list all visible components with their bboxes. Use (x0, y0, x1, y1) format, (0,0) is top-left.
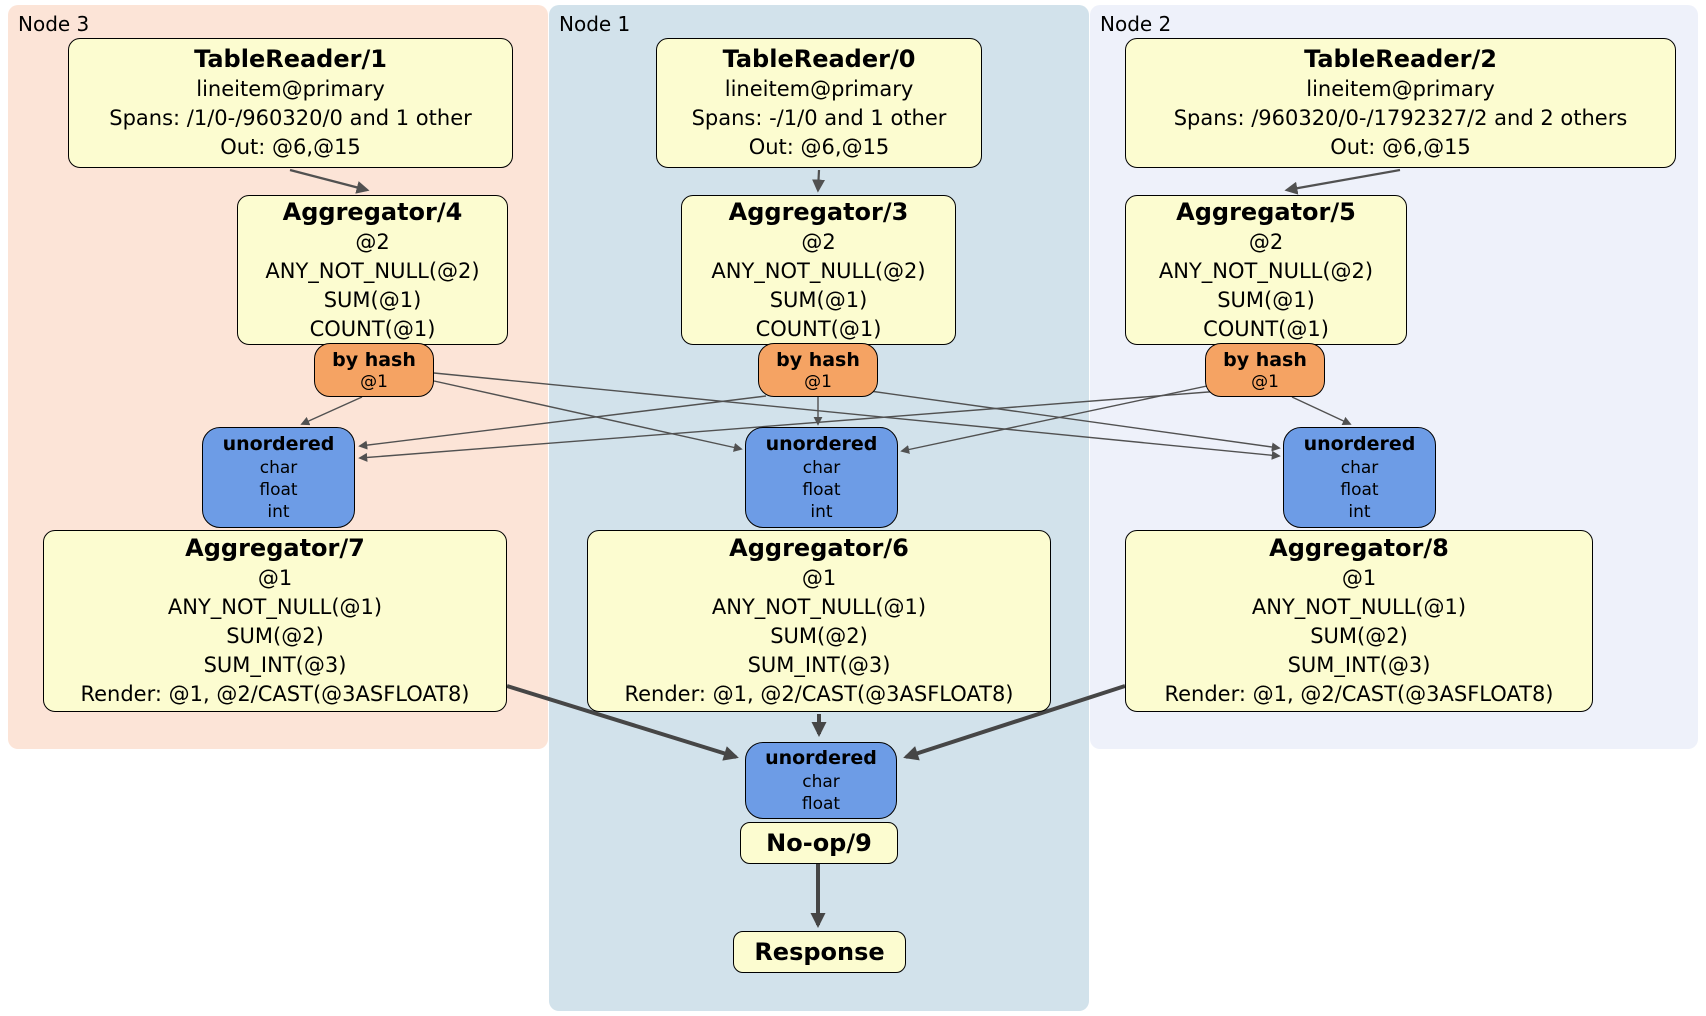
sync-line: float (259, 480, 298, 500)
processor-title: Aggregator/3 (728, 197, 909, 226)
unordered-sync-8: unordered char float int (1283, 427, 1436, 528)
processor-line: Out: @6,@15 (1330, 135, 1471, 159)
processor-line: COUNT(@1) (755, 316, 882, 341)
aggregator-3-box: Aggregator/3 @2 ANY_NOT_NULL(@2) SUM(@1)… (681, 195, 956, 345)
processor-title: TableReader/1 (194, 45, 387, 73)
processor-title: Aggregator/6 (729, 534, 909, 562)
processor-line: @2 (1248, 229, 1284, 254)
router-detail: @1 (360, 371, 388, 392)
processor-line: Spans: /960320/0-/1792327/2 and 2 others (1173, 106, 1628, 130)
sync-title: unordered (765, 433, 878, 455)
processor-line: ANY_NOT_NULL(@2) (265, 258, 480, 283)
sync-line: char (259, 458, 298, 478)
processor-line: @2 (355, 229, 390, 254)
router-detail: @1 (1251, 371, 1279, 392)
processor-title: TableReader/2 (1304, 45, 1497, 73)
processor-title: Aggregator/5 (1176, 197, 1356, 226)
processor-title: TableReader/0 (722, 45, 916, 73)
aggregator-7-box: Aggregator/7 @1 ANY_NOT_NULL(@1) SUM(@2)… (43, 530, 507, 712)
tablereader-2-box: TableReader/2 lineitem@primary Spans: /9… (1125, 38, 1676, 168)
processor-line: SUM(@2) (1310, 624, 1408, 648)
processor-line: Spans: -/1/0 and 1 other (691, 106, 947, 130)
unordered-sync-6: unordered char float int (745, 427, 898, 528)
processor-line: SUM(@1) (1217, 287, 1315, 312)
hash-router-5: by hash @1 (1205, 343, 1325, 397)
aggregator-5-box: Aggregator/5 @2 ANY_NOT_NULL(@2) SUM(@1)… (1125, 195, 1407, 345)
processor-line: lineitem@primary (196, 77, 385, 101)
processor-line: @2 (801, 229, 836, 254)
aggregator-8-box: Aggregator/8 @1 ANY_NOT_NULL(@1) SUM(@2)… (1125, 530, 1593, 712)
processor-title: No-op/9 (766, 829, 872, 857)
processor-line: ANY_NOT_NULL(@1) (711, 595, 927, 619)
sync-title: unordered (222, 433, 335, 455)
router-title: by hash (776, 348, 860, 371)
sync-line: int (1348, 502, 1371, 522)
processor-title: Aggregator/7 (185, 534, 365, 562)
processor-line: Spans: /1/0-/960320/0 and 1 other (109, 106, 472, 130)
processor-line: @1 (1341, 566, 1377, 590)
processor-line: SUM(@2) (770, 624, 868, 648)
sync-line: char (1340, 458, 1379, 478)
node1-label: Node 1 (559, 12, 631, 36)
response-box: Response (733, 931, 906, 973)
router-title: by hash (1223, 348, 1307, 371)
router-title: by hash (332, 348, 416, 371)
unordered-sync-final: unordered char float (745, 742, 897, 819)
sync-line: int (267, 502, 290, 522)
sync-line: int (810, 502, 833, 522)
processor-line: lineitem@primary (1306, 77, 1495, 101)
noop-box: No-op/9 (740, 822, 898, 864)
processor-title: Aggregator/4 (282, 197, 463, 226)
processor-line: SUM_INT(@3) (203, 653, 347, 677)
processor-line: @1 (801, 566, 837, 590)
processor-line: COUNT(@1) (1203, 316, 1329, 341)
aggregator-6-box: Aggregator/6 @1 ANY_NOT_NULL(@1) SUM(@2)… (587, 530, 1051, 712)
processor-line: ANY_NOT_NULL(@1) (1251, 595, 1467, 619)
processor-line: Out: @6,@15 (748, 135, 890, 159)
processor-line: COUNT(@1) (309, 316, 436, 341)
router-detail: @1 (804, 371, 832, 392)
hash-router-4: by hash @1 (314, 343, 434, 397)
processor-line: Render: @1, @2/CAST(@3ASFLOAT8) (1164, 682, 1554, 706)
processor-line: SUM(@1) (769, 287, 868, 312)
processor-title: Aggregator/8 (1269, 534, 1449, 562)
processor-line: SUM(@2) (226, 624, 324, 648)
processor-line: ANY_NOT_NULL(@1) (167, 595, 383, 619)
processor-line: Render: @1, @2/CAST(@3ASFLOAT8) (624, 682, 1014, 706)
sync-line: float (801, 794, 841, 814)
processor-line: ANY_NOT_NULL(@2) (711, 258, 926, 283)
node3-label: Node 3 (18, 12, 90, 36)
unordered-sync-7: unordered char float int (202, 427, 355, 528)
processor-line: @1 (257, 566, 293, 590)
node2-label: Node 2 (1100, 12, 1172, 36)
tablereader-0-box: TableReader/0 lineitem@primary Spans: -/… (656, 38, 982, 168)
sync-line: char (802, 458, 841, 478)
processor-line: ANY_NOT_NULL(@2) (1158, 258, 1374, 283)
tablereader-1-box: TableReader/1 lineitem@primary Spans: /1… (68, 38, 513, 168)
processor-line: lineitem@primary (724, 77, 914, 101)
sync-line: float (802, 480, 841, 500)
processor-line: SUM_INT(@3) (1287, 653, 1431, 677)
sync-title: unordered (1303, 433, 1416, 455)
processor-line: Out: @6,@15 (220, 135, 361, 159)
sync-title: unordered (765, 747, 877, 769)
aggregator-4-box: Aggregator/4 @2 ANY_NOT_NULL(@2) SUM(@1)… (237, 195, 508, 345)
sync-line: char (802, 772, 840, 792)
processor-title: Response (754, 938, 885, 966)
processor-line: Render: @1, @2/CAST(@3ASFLOAT8) (80, 682, 470, 706)
sync-line: float (1340, 480, 1379, 500)
hash-router-3: by hash @1 (758, 343, 878, 397)
processor-line: SUM_INT(@3) (747, 653, 891, 677)
processor-line: SUM(@1) (323, 287, 422, 312)
